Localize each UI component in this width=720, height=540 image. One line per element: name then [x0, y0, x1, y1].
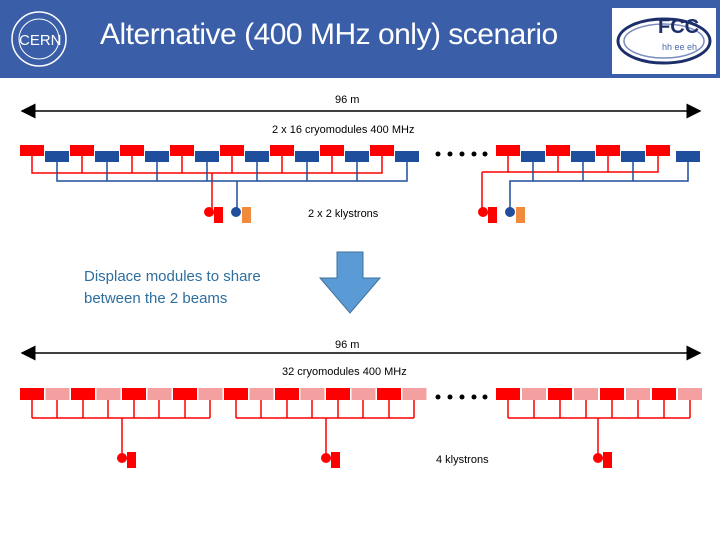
cryomodule-beam1 [270, 145, 294, 156]
cryomodule-shared [249, 388, 274, 400]
cryomodule-beam2 [621, 151, 645, 162]
cryomodule-beam2 [145, 151, 169, 162]
bottom-klystrons-label: 4 klystrons [436, 454, 489, 466]
cryomodule-beam2 [676, 151, 700, 162]
cryomodule-beam2 [395, 151, 419, 162]
cryomodule-shared [173, 388, 197, 400]
cryomodule-beam1 [370, 145, 394, 156]
cryomodule-beam2 [95, 151, 119, 162]
fcc-ellipse-icon [616, 17, 712, 65]
rf-feeder-blue [56, 162, 408, 182]
fcc-logo-text: FCC [658, 16, 700, 38]
cryomodule-beam2 [571, 151, 595, 162]
ellipsis-dot [435, 394, 441, 400]
bottom-cryomodules-label: 32 cryomodules 400 MHz [282, 366, 407, 378]
cryomodule-beam1 [120, 145, 144, 156]
klystron-bottom [593, 453, 603, 463]
klystron-red-body [488, 207, 497, 223]
displace-note: Displace modules to share between the 2 … [84, 268, 261, 307]
cryomodule-shared [224, 388, 248, 400]
klystron-bottom [117, 453, 127, 463]
cryomodule-shared [71, 388, 95, 400]
fcc-logo: FCC hh ee eh [612, 8, 716, 74]
cryomodule-shared [45, 388, 70, 400]
cryomodule-beam1 [20, 145, 44, 156]
cryomodule-beam2 [295, 151, 319, 162]
cryomodule-shared [300, 388, 325, 400]
klystron-body [603, 452, 612, 468]
cryomodule-shared [522, 388, 546, 400]
cryomodule-beam1 [596, 145, 620, 156]
cryomodule-shared [198, 388, 223, 400]
ellipsis-dot [482, 151, 488, 157]
cryomodule-beam2 [195, 151, 219, 162]
klystron-blue-top-right [505, 207, 515, 217]
cryomodule-shared [652, 388, 676, 400]
down-arrow [318, 251, 382, 314]
title-bar: CERN Alternative (400 MHz only) scenario… [0, 0, 720, 78]
cryomodule-shared [548, 388, 572, 400]
cryomodule-shared [402, 388, 427, 400]
cryomodule-shared [122, 388, 146, 400]
ellipsis-dot [471, 151, 477, 157]
cryomodule-beam2 [521, 151, 545, 162]
cryomodule-beam1 [70, 145, 94, 156]
cryomodule-shared [96, 388, 121, 400]
klystron-red-top-left [204, 207, 214, 217]
bottom-length-label: 96 m [335, 339, 360, 351]
cryomodule-beam1 [170, 145, 194, 156]
klystron-feed-blue [509, 180, 533, 210]
bottom-layout [20, 388, 702, 468]
klystron-blue-top-left [231, 207, 241, 217]
cryomodule-beam1 [496, 145, 520, 156]
klystron-red-body [214, 207, 223, 223]
klystron-bottom [321, 453, 331, 463]
ellipsis-dot [459, 394, 465, 400]
klystron-body [331, 452, 340, 468]
cryomodule-shared [574, 388, 598, 400]
cryomodule-shared [275, 388, 299, 400]
cryomodule-shared [496, 388, 520, 400]
top-cryomodules-label: 2 x 16 cryomodules 400 MHz [272, 124, 415, 136]
cryomodule-beam2 [45, 151, 69, 162]
cryomodule-beam1 [546, 145, 570, 156]
top-layout [20, 145, 700, 223]
cryomodule-shared [678, 388, 702, 400]
cryomodule-beam1 [320, 145, 344, 156]
klystron-orange-body [242, 207, 251, 223]
klystron-orange-body [516, 207, 525, 223]
cryomodule-shared [351, 388, 376, 400]
ellipsis-dot [459, 151, 465, 157]
cryomodule-shared [20, 388, 44, 400]
ellipsis-dot [435, 151, 441, 157]
cryomodule-shared [626, 388, 650, 400]
ellipsis-dot [447, 151, 453, 157]
cryomodule-beam2 [245, 151, 269, 162]
cryomodule-shared [326, 388, 350, 400]
klystron-body [127, 452, 136, 468]
cryomodule-beam2 [345, 151, 369, 162]
fcc-logo-subtext: hh ee eh [662, 42, 698, 52]
klystron-red-top-right [478, 207, 488, 217]
cryomodule-shared [600, 388, 624, 400]
cryomodule-shared [377, 388, 401, 400]
ellipsis-dot [482, 394, 488, 400]
cryomodule-beam1 [220, 145, 244, 156]
cryomodule-shared [147, 388, 172, 400]
cryomodule-beam1 [646, 145, 670, 156]
cern-logo-text: CERN [19, 32, 62, 49]
rf-feeder-blue-right [532, 162, 689, 182]
cern-logo: CERN [11, 11, 67, 67]
klystron-feed-red [481, 172, 490, 214]
top-klystrons-label: 2 x 2 klystrons [308, 208, 379, 220]
ellipsis-dot [447, 394, 453, 400]
top-length-label: 96 m [335, 94, 360, 106]
page-title: Alternative (400 MHz only) scenario [100, 18, 558, 51]
ellipsis-dot [471, 394, 477, 400]
